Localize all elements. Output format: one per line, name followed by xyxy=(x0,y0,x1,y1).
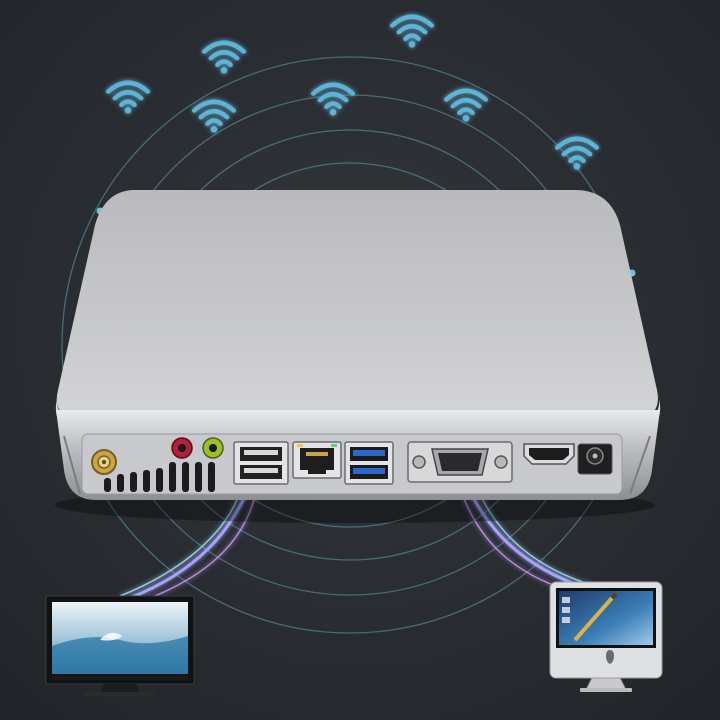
mini-pc xyxy=(55,190,661,523)
wifi-antenna-connector-icon xyxy=(91,449,117,475)
bezel-right-shadow xyxy=(629,435,651,495)
dc-power-jack-icon xyxy=(577,443,613,475)
usb-2-port-icon xyxy=(233,441,289,485)
device-top-panel xyxy=(56,190,658,418)
ethernet-port-icon xyxy=(292,441,342,479)
audio-out-jack-icon xyxy=(202,437,224,459)
vga-port-icon xyxy=(407,441,513,483)
usb-3-port-icon xyxy=(344,441,394,485)
vent-slots xyxy=(104,462,215,492)
flat-monitor-icon xyxy=(45,595,195,696)
hdmi-port-icon xyxy=(523,443,575,465)
all-in-one-desktop-icon xyxy=(549,581,663,692)
bezel-left-shadow xyxy=(63,435,81,495)
microphone-jack-icon xyxy=(171,437,193,459)
